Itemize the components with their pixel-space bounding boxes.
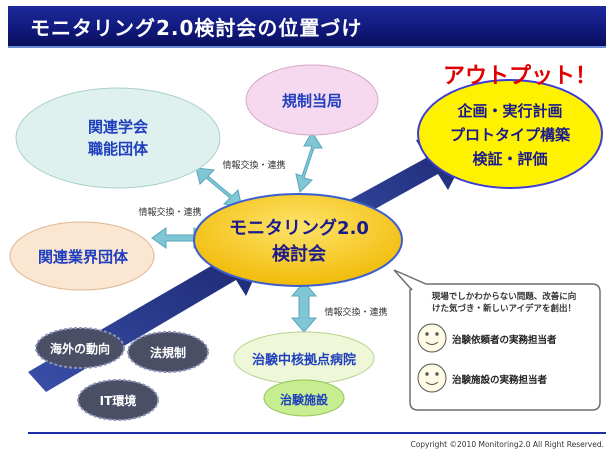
exchange-arrow-hospital bbox=[290, 281, 318, 333]
node-hospital-label: 治験中核拠点病院 bbox=[251, 353, 356, 368]
person-face-icon bbox=[417, 323, 447, 353]
input-regulation bbox=[127, 331, 209, 373]
node-industry bbox=[9, 221, 155, 291]
exchange-label-top: 情報交換・連携 bbox=[222, 161, 286, 171]
node-facility bbox=[263, 379, 345, 417]
exchange-label-left: 情報交換・連携 bbox=[138, 208, 202, 218]
output-heading: アウトプット！ bbox=[442, 64, 597, 89]
title-underline bbox=[8, 46, 606, 48]
node-related-society-line2: 職能団体 bbox=[87, 140, 148, 158]
copyright: Copyright ©2010 Monitoring2.0 All Right … bbox=[410, 440, 604, 449]
callout-line2: けた気づき・新しいアイデアを創出！ bbox=[431, 304, 577, 314]
node-regulator-label: 規制当局 bbox=[281, 92, 342, 110]
title-bar: モニタリング2.0検討会の位置づけ bbox=[8, 6, 606, 46]
person-face-icon bbox=[417, 363, 447, 393]
person-site-label: 治験施設の実務担当者 bbox=[452, 375, 548, 386]
center-line1: モニタリング2.0 bbox=[229, 218, 369, 239]
exchange-arrow-society bbox=[195, 167, 243, 209]
exchange-arrow-regulator bbox=[295, 131, 323, 193]
output-line2: プロトタイプ構築 bbox=[449, 126, 570, 144]
page-title: モニタリング2.0検討会の位置づけ bbox=[30, 16, 363, 40]
node-related-society bbox=[15, 87, 221, 189]
node-regulator bbox=[245, 64, 379, 136]
output-line3: 検証・評価 bbox=[472, 150, 548, 168]
node-center bbox=[193, 193, 403, 287]
output-line1: 企画・実行計画 bbox=[457, 102, 563, 120]
callout-line1: 現場でしかわからない問題、改善に向 bbox=[431, 292, 577, 302]
node-related-society-line1: 関連学会 bbox=[87, 118, 148, 136]
input-it-label: IT環境 bbox=[99, 394, 137, 408]
input-it bbox=[77, 379, 159, 421]
node-output bbox=[417, 79, 603, 189]
node-facility-label: 治験施設 bbox=[279, 393, 328, 407]
input-regulation-label: 法規制 bbox=[149, 346, 186, 360]
input-overseas bbox=[35, 327, 125, 369]
person-sponsor-label: 治験依頼者の実務担当者 bbox=[452, 335, 557, 346]
input-overseas-label: 海外の動向 bbox=[49, 342, 110, 356]
center-line2: 検討会 bbox=[272, 244, 326, 265]
node-industry-label: 関連業界団体 bbox=[37, 248, 128, 266]
exchange-label-bottom: 情報交換・連携 bbox=[324, 308, 388, 318]
footer-line bbox=[28, 432, 606, 434]
